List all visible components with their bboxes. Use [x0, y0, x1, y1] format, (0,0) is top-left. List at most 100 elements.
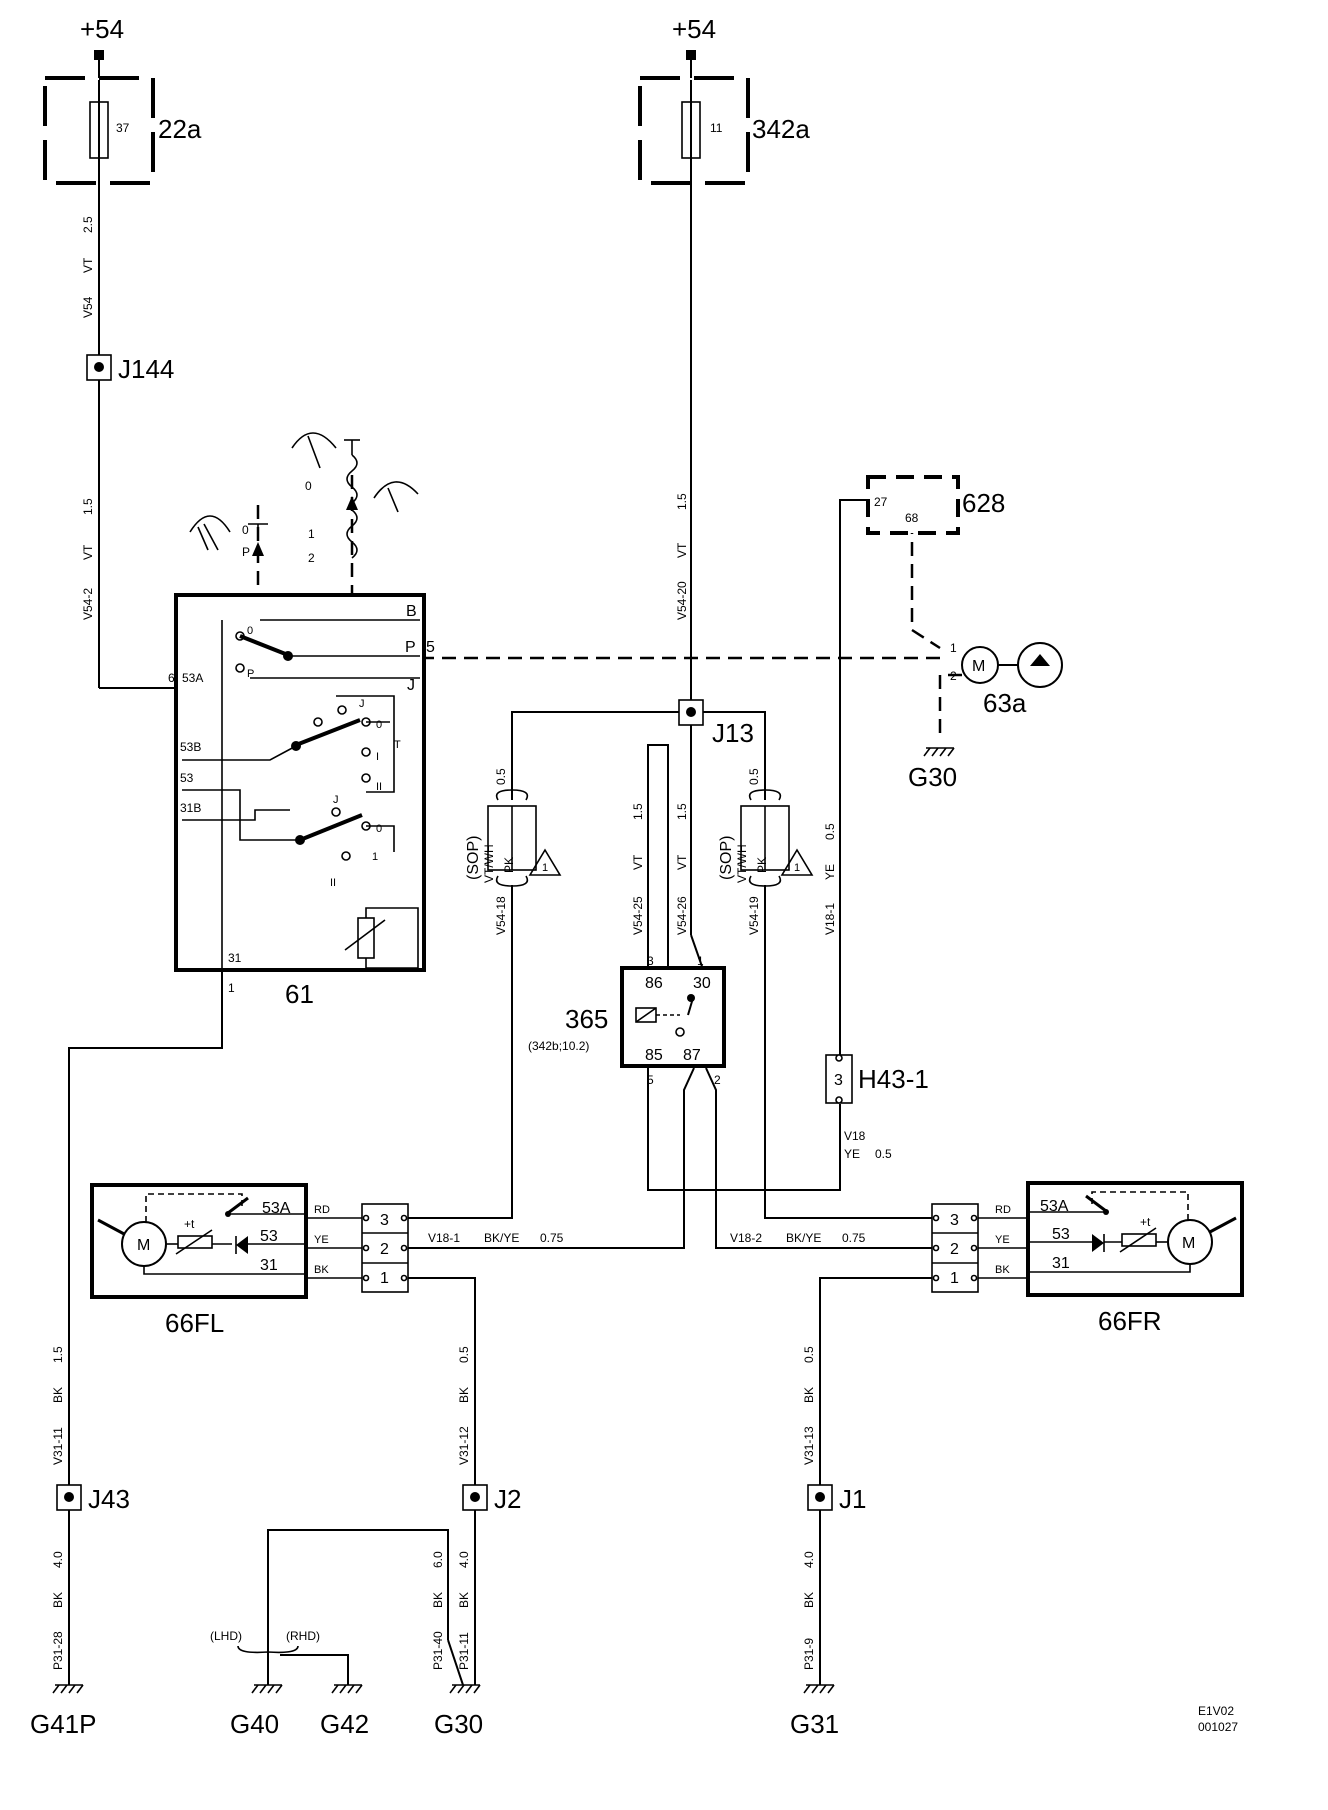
fuse-22a-number: 37 [116, 121, 130, 135]
svg-text:0.5: 0.5 [802, 1346, 816, 1363]
svg-text:P31-40: P31-40 [431, 1631, 445, 1670]
svg-text:0: 0 [376, 719, 382, 731]
svg-text:1: 1 [372, 851, 378, 863]
svg-text:V54-19: V54-19 [747, 896, 761, 935]
label-bot-g40: P31-40 BK 6.0 [431, 1551, 445, 1670]
svg-text:RD: RD [995, 1204, 1011, 1216]
svg-text:2: 2 [380, 1241, 389, 1258]
svg-text:BK/YE: BK/YE [484, 1231, 519, 1245]
svg-text:V31-12: V31-12 [457, 1426, 471, 1465]
sop-right-label: (SOP) [718, 836, 735, 880]
svg-text:0: 0 [305, 479, 312, 493]
svg-text:3: 3 [380, 1212, 389, 1229]
svg-text:0.5: 0.5 [747, 768, 761, 785]
svg-text:4.0: 4.0 [457, 1551, 471, 1568]
svg-text:T: T [394, 739, 401, 751]
svg-text:P: P [405, 639, 416, 656]
j1-label: J1 [839, 1484, 866, 1514]
svg-text:53: 53 [1052, 1226, 1070, 1243]
svg-text:RD: RD [314, 1204, 330, 1216]
module-628: 27 68 628 [866, 475, 1005, 535]
svg-text:2.5: 2.5 [81, 216, 95, 233]
junction-j43: J43 [56, 1484, 130, 1514]
svg-text:P31-11: P31-11 [457, 1632, 471, 1670]
ground-g31-label: G31 [790, 1709, 839, 1739]
svg-text:VT: VT [81, 257, 95, 273]
svg-text:P: P [247, 668, 254, 680]
ground-g41p-label: G41P [30, 1709, 97, 1739]
wiper-interval-icon [291, 432, 337, 469]
sop-left-label: (SOP) [465, 836, 482, 880]
fuse-22a-label: 22a [158, 114, 202, 144]
wiper-fast-icon [373, 481, 419, 513]
svg-text:V54-20: V54-20 [675, 581, 689, 620]
fuse-342a: 11 342a [638, 76, 810, 185]
svg-text:YE: YE [823, 864, 837, 880]
junction-j1: J1 [807, 1484, 866, 1514]
svg-text:BK: BK [995, 1264, 1010, 1276]
svg-text:J: J [333, 794, 339, 806]
ground-g30-top: G30 [908, 747, 957, 792]
label-left-mid: V54-2 VT 1.5 [81, 498, 95, 620]
svg-text:4.0: 4.0 [51, 1551, 65, 1568]
svg-text:M: M [972, 658, 985, 675]
svg-text:0.5: 0.5 [823, 823, 837, 840]
svg-text:53A: 53A [262, 1200, 291, 1217]
j144-label: J144 [118, 354, 174, 384]
svg-text:VT: VT [81, 544, 95, 560]
lhd-rhd-bracket: (LHD) (RHD) [210, 1629, 320, 1654]
svg-text:J: J [359, 698, 365, 710]
svg-text:1.5: 1.5 [81, 498, 95, 515]
svg-text:(RHD): (RHD) [286, 1629, 320, 1643]
footer-code: E1V02 [1198, 1704, 1234, 1718]
fuse-342a-number: 11 [710, 121, 723, 135]
svg-text:M: M [1182, 1235, 1195, 1252]
svg-text:6.0: 6.0 [431, 1551, 445, 1568]
supply-left-label: +54 [80, 14, 124, 44]
ground-g30-label: G30 [434, 1709, 483, 1739]
svg-text:31: 31 [1052, 1255, 1070, 1272]
label-center-top: V54-20 VT 1.5 [675, 493, 689, 620]
label-bot-g41: P31-28 BK 4.0 [51, 1551, 65, 1670]
footer-date: 001027 [1198, 1720, 1238, 1734]
svg-text:0.5: 0.5 [875, 1147, 892, 1161]
svg-text:1: 1 [308, 527, 315, 541]
svg-text:II: II [330, 877, 336, 889]
relay-365: 3 1 5 2 86 30 85 87 365 (342b;10.2) [528, 954, 726, 1087]
label-fr-link: V18-2 BK/YE 0.75 [730, 1231, 866, 1245]
svg-text:BK: BK [457, 1387, 471, 1403]
svg-text:(SOP): (SOP) [465, 836, 482, 880]
svg-text:BK: BK [802, 1387, 816, 1403]
svg-text:V18-1: V18-1 [428, 1231, 460, 1245]
svg-text:+t: +t [184, 1217, 195, 1231]
svg-text:YE: YE [995, 1234, 1010, 1246]
svg-text:3: 3 [647, 954, 654, 968]
svg-text:V54-18: V54-18 [494, 896, 508, 935]
svg-text:V54: V54 [81, 296, 95, 318]
motor-66fr-label: 66FR [1098, 1306, 1162, 1336]
svg-text:85: 85 [645, 1047, 663, 1064]
svg-text:1: 1 [697, 954, 704, 968]
module-628-label: 628 [962, 488, 1005, 518]
label-gnd-j1: V31-13 BK 0.5 [802, 1346, 816, 1465]
svg-text:68: 68 [905, 511, 919, 525]
svg-text:87: 87 [683, 1047, 701, 1064]
relay-365-label: 365 [565, 1004, 608, 1034]
junction-j2: J2 [462, 1484, 521, 1514]
svg-text:PK: PK [502, 857, 516, 873]
motor-66fl-label: 66FL [165, 1308, 224, 1338]
svg-text:0.75: 0.75 [842, 1231, 866, 1245]
svg-text:53B: 53B [180, 740, 201, 754]
label-right-branch: V54-19 VT/WH PK 0.5 [735, 768, 769, 935]
switch-61-label: 61 [285, 979, 314, 1009]
svg-text:5: 5 [426, 639, 435, 656]
svg-text:1: 1 [950, 1270, 959, 1287]
label-right-h43: V18-1 YE 0.5 [823, 823, 837, 935]
svg-text:1: 1 [950, 641, 957, 655]
svg-text:V31-11: V31-11 [51, 1427, 65, 1465]
ground-g42-label: G42 [320, 1709, 369, 1739]
j13-label: J13 [712, 718, 754, 748]
j2-label: J2 [494, 1484, 521, 1514]
svg-text:VT/WH: VT/WH [735, 844, 749, 883]
svg-text:27: 27 [874, 495, 888, 509]
